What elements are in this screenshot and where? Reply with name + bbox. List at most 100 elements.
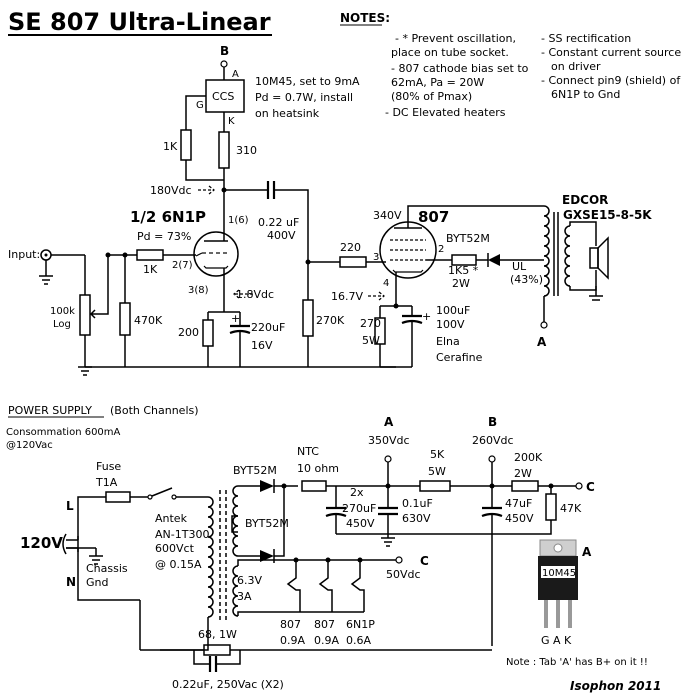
pin-label: 3(8): [188, 285, 209, 296]
cap-label: 0.1uF: [402, 497, 433, 510]
resistor-47k: [545, 493, 557, 521]
voltage-180: 180Vdc: [150, 184, 192, 197]
ntc-label: 10 ohm: [297, 462, 339, 475]
notes-heading: NOTES:: [340, 11, 390, 25]
diode-label: BYT52M: [233, 464, 277, 477]
resistor-label: 270: [360, 317, 381, 330]
resistor-470k: [119, 302, 131, 336]
heater-load: [286, 560, 301, 612]
note-line: - SS rectification: [541, 32, 631, 45]
note-line: 6N1P to Gnd: [551, 88, 620, 101]
heater-load-label: 0.9A: [314, 634, 339, 647]
ccs-pin-a: A: [232, 69, 239, 80]
diode-byt52m-screen: [488, 254, 500, 266]
ic-tab-label: A: [582, 545, 592, 559]
consumption: Consommation 600mA: [6, 427, 121, 438]
resistor-label: 5W: [362, 334, 380, 347]
ot-label: GXSE15-8-5K: [563, 208, 652, 222]
voltage-1-8: 1.8Vdc: [236, 288, 274, 301]
input-label[interactable]: Input:: [8, 248, 40, 261]
mains-transformer: [207, 496, 214, 618]
note-line: - DC Elevated heaters: [385, 106, 506, 119]
ccs-pin-g: G: [196, 100, 204, 111]
note-line: - * Prevent oscillation,: [395, 32, 516, 45]
note-line: (80% of Pmax): [391, 90, 472, 103]
signature: Isophon 2011: [570, 679, 661, 693]
cap-label: Cerafine: [436, 351, 483, 364]
resistor-label: 5K: [430, 448, 445, 461]
xfmr-label: 600Vct: [155, 542, 195, 555]
cap-label: 2x: [350, 486, 364, 499]
speaker-cone: [597, 236, 609, 280]
heater-label: 3A: [237, 590, 252, 603]
heater-load-label: 6N1P: [346, 618, 375, 631]
mains-voltage: 120V: [20, 534, 63, 552]
volume-pot[interactable]: [79, 294, 91, 336]
resistor-label: 5W: [428, 465, 446, 478]
xfmr-label: AN-1T300: [155, 528, 209, 541]
speaker-icon: [589, 247, 599, 269]
plus-sign: +: [231, 312, 240, 325]
note-line: - 807 cathode bias set to: [391, 62, 529, 75]
hv-secondary: [232, 485, 239, 557]
ot-secondary: [564, 225, 571, 287]
note-line: 62mA, Pa = 20W: [391, 76, 484, 89]
node-a-terminal: [384, 455, 392, 463]
resistor-label: 2W: [452, 277, 470, 290]
resistor-5k: [419, 480, 451, 492]
resistor-310: [218, 131, 230, 169]
chassis-label: Chassis: [86, 562, 128, 575]
mains-l-label: L: [66, 499, 74, 513]
pin-label: 3: [373, 252, 379, 263]
voltage-16-7: 16.7V: [331, 290, 363, 303]
page-title: SE 807 Ultra-Linear: [8, 8, 271, 36]
resistor-270k: [302, 299, 314, 337]
pin-label: 2(7): [172, 260, 193, 271]
ot-primary: [543, 205, 550, 297]
ccs-note: on heatsink: [255, 107, 320, 120]
driver-tube-label: 1/2 6N1P: [130, 208, 206, 226]
resistor-label: 310: [236, 144, 257, 157]
ot-label: EDCOR: [562, 193, 608, 207]
ntc-label: NTC: [297, 445, 319, 458]
resistor-label: 47K: [560, 502, 582, 515]
node-c-terminal: [575, 482, 583, 490]
power-switch[interactable]: [147, 494, 153, 500]
cap-label: 16V: [251, 339, 273, 352]
node-c-terminal-2: [395, 556, 403, 564]
heater-label: 6.3V: [237, 574, 262, 587]
node-a-label: A: [537, 335, 547, 349]
chassis-label: Gnd: [86, 576, 108, 589]
resistor-label: 470K: [134, 314, 163, 327]
resistor-grid-1k: [136, 249, 164, 261]
note-line: - Connect pin9 (shield) of: [541, 74, 681, 87]
resistor-1k-ccs: [180, 129, 192, 161]
xfmr-label: @ 0.15A: [155, 558, 202, 571]
cap-label: 0.22 uF: [258, 216, 299, 229]
cap-label: 630V: [402, 512, 431, 525]
ic-pins: G A K: [541, 634, 572, 647]
resistor-label: 2W: [514, 467, 532, 480]
resistor-200: [202, 319, 214, 347]
note-line: on driver: [551, 60, 601, 73]
note-line: place on tube socket.: [391, 46, 509, 59]
note-line: - Constant current source: [541, 46, 681, 59]
heater-load: [350, 560, 365, 612]
resistor-label: 68, 1W: [198, 628, 237, 641]
ul-label: (43%): [510, 273, 543, 286]
voltage-350: 350Vdc: [368, 434, 410, 447]
fuse-label: T1A: [95, 476, 118, 489]
ccs-note: 10M45, set to 9mA: [255, 75, 360, 88]
consumption: @120Vac: [6, 440, 53, 451]
resistor-label: 1K: [163, 140, 178, 153]
resistor-label: 200K: [514, 451, 543, 464]
driver-pd: Pd = 73%: [137, 230, 191, 243]
node-b-label: B: [488, 415, 497, 429]
diode-label: BYT52M: [446, 232, 490, 245]
ccs-label: CCS: [212, 90, 234, 103]
resistor-label: 1K: [143, 263, 158, 276]
plus-sign: +: [422, 310, 431, 323]
output-tube-label: 807: [418, 208, 449, 226]
heater-load-label: 0.6A: [346, 634, 371, 647]
resistor-label: 220: [340, 241, 361, 254]
